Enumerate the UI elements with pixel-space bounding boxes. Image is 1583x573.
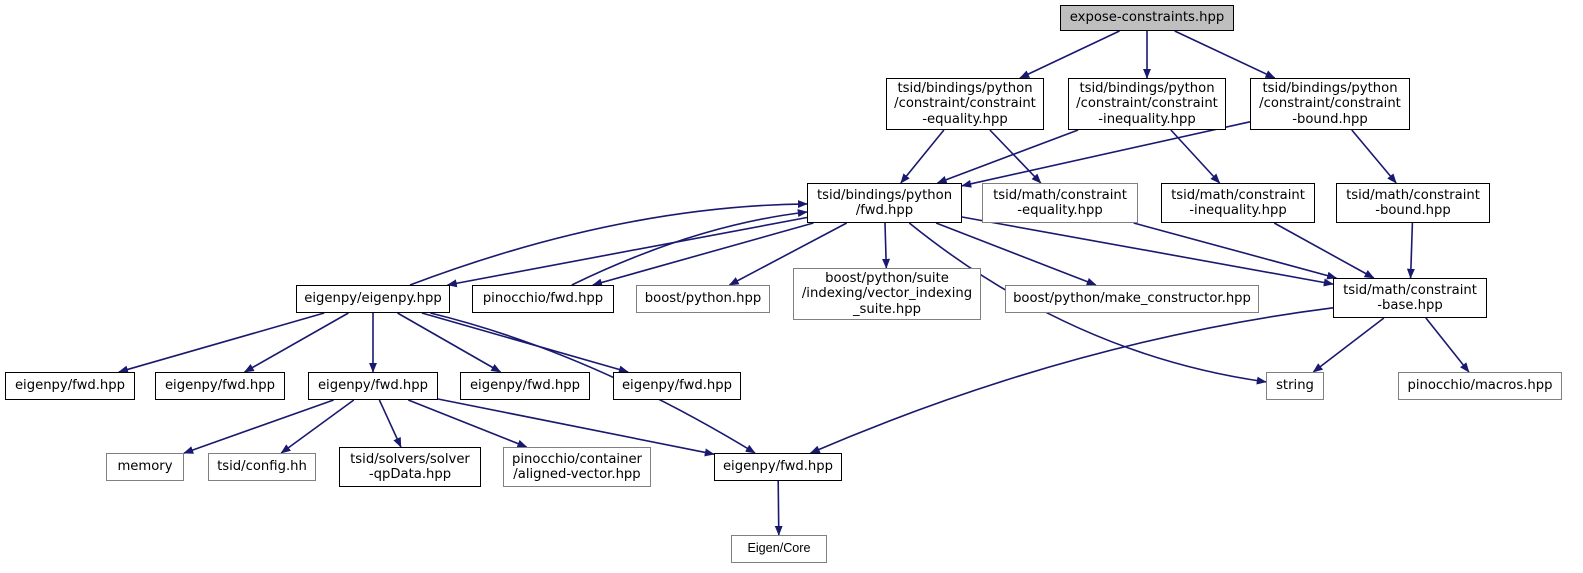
graph-node-qpdata[interactable]: tsid/solvers/solver -qpData.hpp xyxy=(339,447,481,487)
graph-node-label: boost/python/make_constructor.hpp xyxy=(1013,291,1251,307)
graph-node-label: eigenpy/fwd.hpp xyxy=(621,378,733,394)
graph-node-aligned_vec[interactable]: pinocchio/container /aligned-vector.hpp xyxy=(503,447,651,487)
graph-node-bp_fwd[interactable]: tsid/bindings/python /fwd.hpp xyxy=(807,183,962,223)
graph-node-memory[interactable]: memory xyxy=(106,453,184,481)
graph-node-string[interactable]: string xyxy=(1266,372,1324,400)
graph-node-epy_fwd_3[interactable]: eigenpy/fwd.hpp xyxy=(308,372,438,400)
graph-node-label: memory xyxy=(117,459,173,475)
graph-node-config[interactable]: tsid/config.hh xyxy=(208,453,316,481)
graph-node-label: tsid/math/constraint -base.hpp xyxy=(1343,282,1477,313)
graph-node-m_bound[interactable]: tsid/math/constraint -bound.hpp xyxy=(1336,183,1490,223)
graph-node-make_ctor[interactable]: boost/python/make_constructor.hpp xyxy=(1005,285,1259,313)
graph-node-pin_macros[interactable]: pinocchio/macros.hpp xyxy=(1398,372,1562,400)
graph-node-m_eq[interactable]: tsid/math/constraint -equality.hpp xyxy=(982,183,1138,223)
graph-node-epy_fwd_2[interactable]: eigenpy/fwd.hpp xyxy=(155,372,285,400)
graph-node-label: eigenpy/fwd.hpp xyxy=(317,378,429,394)
graph-node-label: pinocchio/fwd.hpp xyxy=(482,291,604,307)
graph-node-boost_py[interactable]: boost/python.hpp xyxy=(636,285,770,313)
graph-node-m_ineq[interactable]: tsid/math/constraint -inequality.hpp xyxy=(1161,183,1315,223)
graph-node-epy_fwd_4[interactable]: eigenpy/fwd.hpp xyxy=(460,372,590,400)
graph-node-root[interactable]: expose-constraints.hpp xyxy=(1060,5,1234,31)
graph-node-bp_ineq[interactable]: tsid/bindings/python /constraint/constra… xyxy=(1068,78,1226,130)
graph-node-label: tsid/bindings/python /constraint/constra… xyxy=(1259,80,1401,127)
graph-node-label: tsid/bindings/python /constraint/constra… xyxy=(894,80,1036,127)
graph-node-label: pinocchio/macros.hpp xyxy=(1407,378,1553,394)
graph-node-label: pinocchio/container /aligned-vector.hpp xyxy=(512,451,642,482)
graph-node-label: eigenpy/fwd.hpp xyxy=(469,378,581,394)
graph-node-label: tsid/solvers/solver -qpData.hpp xyxy=(350,451,470,482)
graph-node-label: tsid/bindings/python /fwd.hpp xyxy=(816,187,953,218)
graph-node-bp_bound[interactable]: tsid/bindings/python /constraint/constra… xyxy=(1250,78,1410,130)
graph-node-epy_fwd_1[interactable]: eigenpy/fwd.hpp xyxy=(5,372,135,400)
graph-node-label: Eigen/Core xyxy=(747,541,811,556)
graph-node-label: tsid/math/constraint -equality.hpp xyxy=(993,187,1127,218)
graph-node-bp_eq[interactable]: tsid/bindings/python /constraint/constra… xyxy=(886,78,1044,130)
graph-node-epy_fwd_5[interactable]: eigenpy/fwd.hpp xyxy=(613,372,741,400)
graph-node-vec_idx[interactable]: boost/python/suite /indexing/vector_inde… xyxy=(793,268,981,320)
graph-node-label: string xyxy=(1276,378,1314,394)
graph-node-label: boost/python/suite /indexing/vector_inde… xyxy=(801,270,973,317)
graph-node-label: eigenpy/fwd.hpp xyxy=(14,378,126,394)
graph-node-label: eigenpy/eigenpy.hpp xyxy=(304,291,442,307)
graph-node-epy_fwd_6[interactable]: eigenpy/fwd.hpp xyxy=(714,453,842,481)
graph-node-m_base[interactable]: tsid/math/constraint -base.hpp xyxy=(1333,278,1487,318)
graph-node-pin_fwd[interactable]: pinocchio/fwd.hpp xyxy=(472,285,614,313)
graph-node-label: boost/python.hpp xyxy=(644,291,762,307)
graph-node-eigenpy_e[interactable]: eigenpy/eigenpy.hpp xyxy=(296,285,450,313)
graph-node-label: tsid/math/constraint -inequality.hpp xyxy=(1171,187,1305,218)
graph-node-label: tsid/config.hh xyxy=(217,459,307,475)
graph-node-eigen_core[interactable]: Eigen/Core xyxy=(731,535,827,563)
graph-node-label: expose-constraints.hpp xyxy=(1069,10,1225,26)
graph-node-label: eigenpy/fwd.hpp xyxy=(722,459,834,475)
graph-node-label: eigenpy/fwd.hpp xyxy=(164,378,276,394)
graph-node-label: tsid/math/constraint -bound.hpp xyxy=(1346,187,1480,218)
graph-node-label: tsid/bindings/python /constraint/constra… xyxy=(1076,80,1218,127)
